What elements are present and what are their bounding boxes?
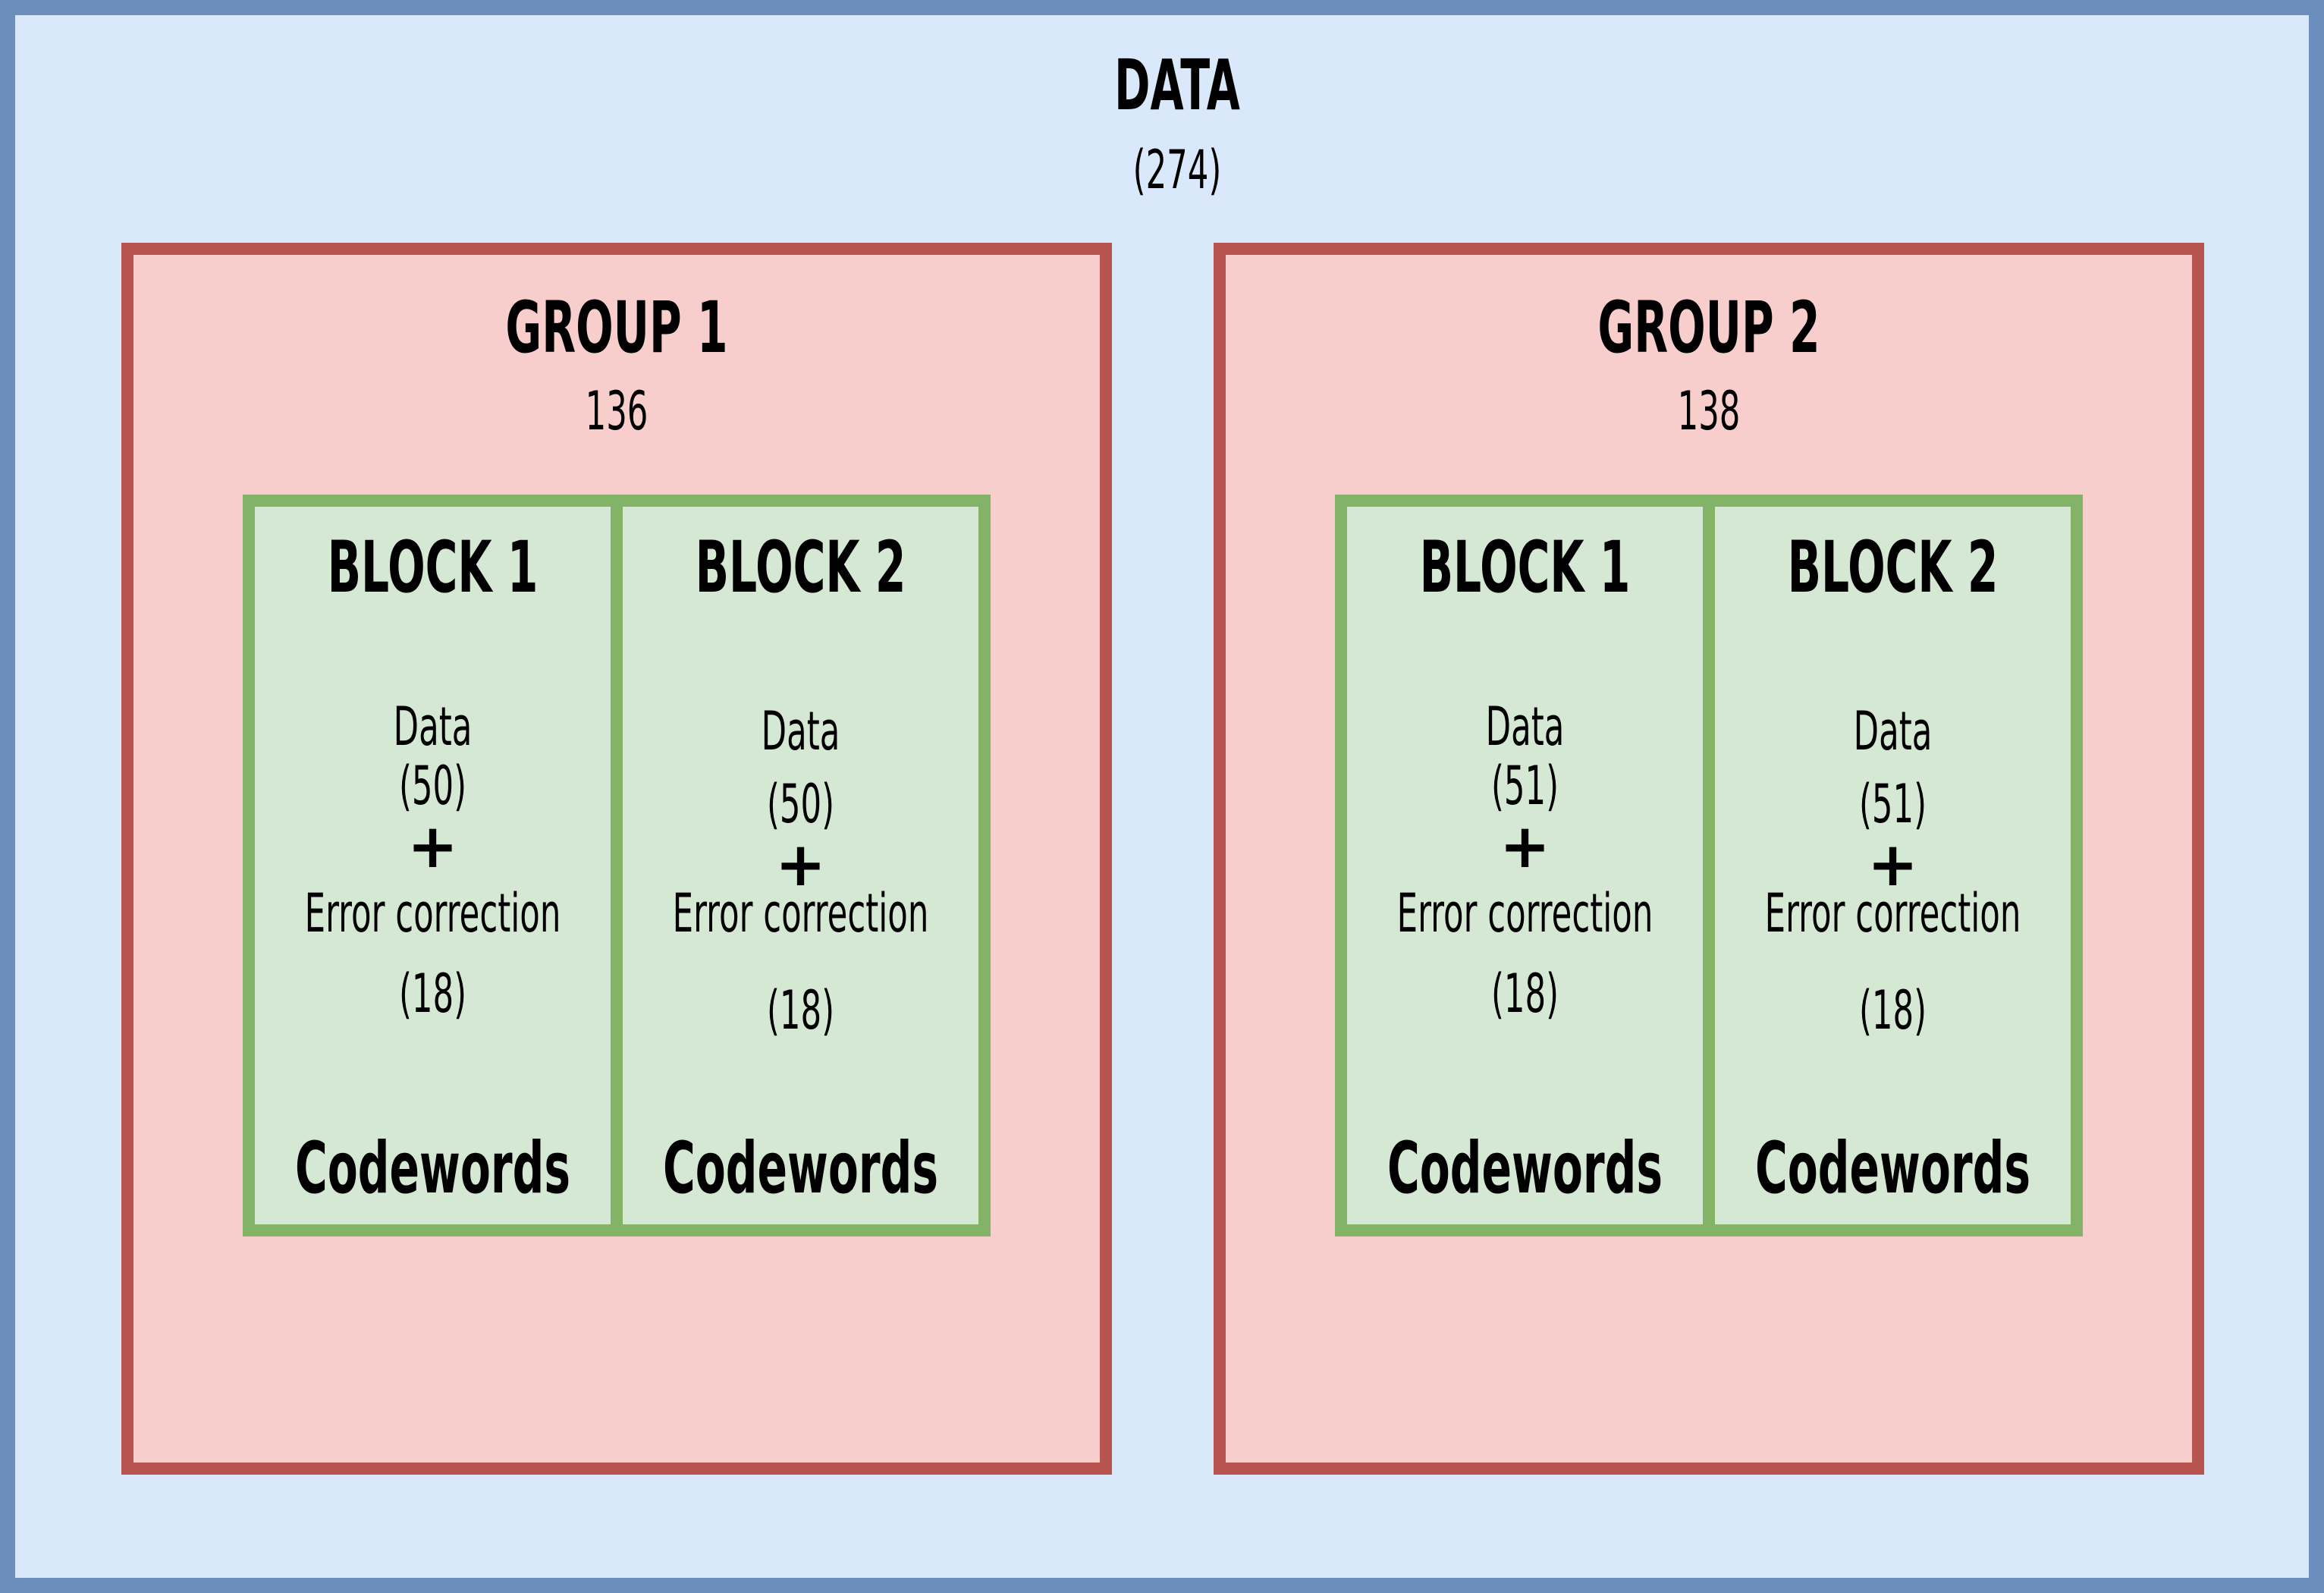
codewords-label: Codewords xyxy=(662,1127,939,1210)
block-1: BLOCK 1 Data (50) + Error correction (18… xyxy=(255,507,611,1224)
block-container: BLOCK 1 Data (51) + Error correction (18… xyxy=(1335,495,2083,1236)
block-title: BLOCK 1 xyxy=(1419,526,1631,609)
block-2: BLOCK 2 Data (50) + Error correction (18… xyxy=(611,507,978,1224)
diagram-total: (274) xyxy=(1132,139,1222,201)
data-label: Data xyxy=(761,700,840,762)
error-correction-count: (18) xyxy=(766,979,835,1042)
data-count: (51) xyxy=(1858,773,1927,835)
error-correction-label: Error correction xyxy=(1396,882,1653,944)
group-title: GROUP 2 xyxy=(1597,287,1820,369)
plus-sign: + xyxy=(407,811,459,881)
block-1: BLOCK 1 Data (51) + Error correction (18… xyxy=(1347,507,1703,1224)
plus-sign: + xyxy=(1867,829,1919,900)
block-title: BLOCK 2 xyxy=(695,526,906,609)
group-1: GROUP 1 136 BLOCK 1 Data (50) + Error co… xyxy=(121,243,1112,1475)
data-label: Data xyxy=(393,696,473,758)
error-correction-count: (18) xyxy=(1490,963,1559,1025)
block-2: BLOCK 2 Data (51) + Error correction (18… xyxy=(1703,507,2071,1224)
error-correction-count: (18) xyxy=(1858,979,1927,1042)
data-label: Data xyxy=(1485,696,1565,758)
group-count: 136 xyxy=(585,380,649,442)
plus-sign: + xyxy=(1499,811,1551,881)
error-correction-label: Error correction xyxy=(672,882,929,944)
plus-sign: + xyxy=(774,829,827,900)
group-title: GROUP 1 xyxy=(505,287,728,369)
data-label: Data xyxy=(1853,700,1933,762)
error-correction-label: Error correction xyxy=(1764,882,2021,944)
codewords-label: Codewords xyxy=(1754,1127,2031,1210)
codewords-label: Codewords xyxy=(294,1127,571,1210)
block-title: BLOCK 1 xyxy=(327,526,539,609)
block-container: BLOCK 1 Data (50) + Error correction (18… xyxy=(243,495,991,1236)
group-count: 138 xyxy=(1677,380,1741,442)
data-count: (50) xyxy=(398,755,467,817)
diagram-title: DATA xyxy=(1114,45,1240,126)
data-count: (50) xyxy=(766,773,835,835)
group-2: GROUP 2 138 BLOCK 1 Data (51) + Error co… xyxy=(1214,243,2204,1475)
codewords-label: Codewords xyxy=(1387,1127,1663,1210)
block-title: BLOCK 2 xyxy=(1787,526,1999,609)
error-correction-count: (18) xyxy=(398,963,467,1025)
data-count: (51) xyxy=(1490,755,1559,817)
error-correction-label: Error correction xyxy=(304,882,561,944)
